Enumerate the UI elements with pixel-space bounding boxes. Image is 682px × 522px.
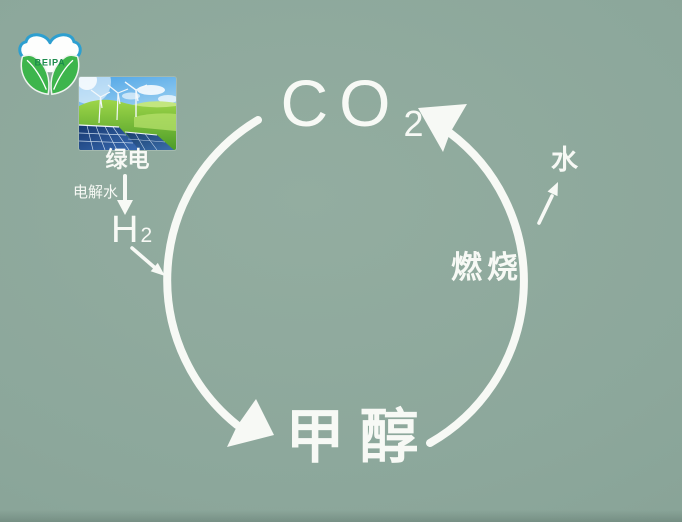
green-electricity-label: 绿电 xyxy=(105,147,150,172)
hydrogen-subscript: 2 xyxy=(140,224,153,247)
wind-solar-photo xyxy=(79,77,176,150)
hydrogen-label: H2 xyxy=(111,209,153,251)
wind-turbine-icon xyxy=(90,81,148,124)
water-arrowhead-icon xyxy=(547,182,558,197)
right-arc xyxy=(426,129,528,447)
water-label: 水 xyxy=(551,145,578,175)
methanol-label: 甲醇 xyxy=(285,404,434,470)
left-arc xyxy=(163,116,262,429)
hydrogen-input-arrow-icon xyxy=(130,246,156,269)
co2-label: CO2 xyxy=(280,66,424,144)
hydrogen-arrowhead-icon xyxy=(150,262,165,276)
logo-text: BEIPA xyxy=(34,58,65,68)
beipa-logo: BEIPA xyxy=(18,33,82,96)
methanol-arrowhead-icon xyxy=(227,399,274,447)
water-output-arrow-icon xyxy=(537,194,554,225)
electrolysis-arrowhead-icon xyxy=(117,200,133,215)
combustion-label: 燃烧 xyxy=(451,250,523,285)
electrolysis-label: 电解水 xyxy=(72,184,118,201)
co2-subscript: 2 xyxy=(403,103,424,144)
solar-panel-icon xyxy=(79,124,174,150)
co2-arrowhead-icon xyxy=(418,104,467,152)
leaf-icon xyxy=(20,54,80,96)
